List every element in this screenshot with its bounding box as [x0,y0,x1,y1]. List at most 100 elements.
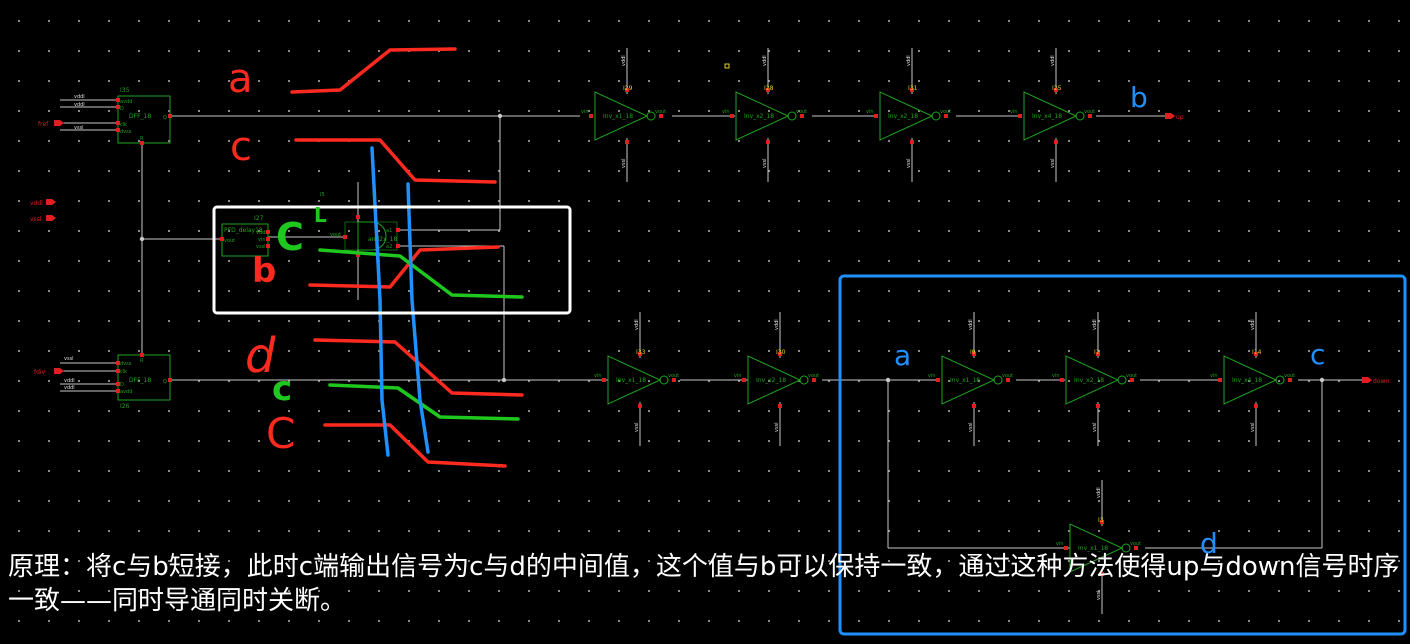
principle-note: 原理：将c与b短接，此时c端输出信号为c与d的中间值，这个值与b可以保持一致，通… [8,552,1400,616]
svg-text:and2x_18: and2x_18 [368,236,397,243]
svg-text:I3: I3 [1098,517,1104,524]
svg-text:I31: I31 [908,85,918,92]
svg-text:I28: I28 [764,85,774,92]
svg-text:vout: vout [655,109,666,115]
and-gate[interactable]: I5 and2x_18 a1 a2 vout [320,182,400,300]
svg-text:Inv_x4_18: Inv_x4_18 [1232,377,1262,384]
svg-text:vssl: vssl [64,356,74,362]
svg-text:vin: vin [1010,109,1018,115]
vddl-port[interactable]: vddl [30,199,56,207]
svg-text:vssl: vssl [1250,422,1256,432]
svg-text:vddl: vddl [762,55,768,66]
svg-text:avdd: avdd [120,389,132,395]
svg-text:vddl: vddl [1250,319,1256,330]
fref-port[interactable]: fref [38,120,64,128]
svg-text:Q: Q [163,115,167,121]
inverter-inv_bot-4[interactable]: Inv_x4_18 I14 vin vout vddl vssl [1210,312,1295,446]
svg-text:vin: vin [258,237,266,243]
svg-text:vin: vin [594,373,602,379]
fdiv-port[interactable]: fdiv [34,368,64,376]
pfd-delay-block[interactable]: I27 PFD_delay18 vout vddl vin vssl [220,215,270,257]
label-blue-d: d [1200,527,1218,560]
svg-text:vssl: vssl [968,422,974,432]
svg-text:vddl: vddl [64,378,75,384]
svg-text:vin: vin [1052,373,1060,379]
svg-text:vssl: vssl [1092,422,1098,432]
svg-text:vssl: vssl [256,244,266,250]
svg-text:vin: vin [581,109,589,115]
svg-text:fdiv: fdiv [34,369,46,376]
svg-text:PFD_delay18: PFD_delay18 [224,227,263,234]
ink-annotations [212,47,1407,636]
white-highlight-box [212,205,572,315]
up-port[interactable]: up [1165,113,1184,121]
label-red-b: b [252,251,276,291]
svg-text:vssl: vssl [1050,158,1056,168]
svg-text:vddl: vddl [634,319,640,330]
svg-text:D: D [120,106,124,112]
svg-text:vssl: vssl [906,158,912,168]
svg-text:vout: vout [1284,373,1295,379]
dff-top-name: DFF_18 [129,113,151,120]
svg-text:Q: Q [163,379,167,385]
svg-text:vddl: vddl [74,102,85,108]
svg-text:vssl: vssl [621,158,627,168]
down-port[interactable]: down [1362,377,1389,385]
svg-text:vddl: vddl [1050,55,1056,66]
svg-text:I9: I9 [970,349,976,356]
label-green-c: c [272,369,292,409]
marker [724,63,730,69]
svg-text:vddl: vddl [64,385,75,391]
svg-text:clk: clk [120,369,127,375]
svg-text:I1: I1 [1094,349,1100,356]
svg-text:vin: vin [928,373,936,379]
wires [60,99,1365,549]
dff-top-inst: I35 [120,87,130,94]
junctions [139,113,1325,383]
svg-text:Inv_x1_18: Inv_x1_18 [603,113,633,120]
svg-text:Inv_x1_18: Inv_x1_18 [616,377,646,384]
svg-text:vddl: vddl [1092,319,1098,330]
svg-text:I29: I29 [623,85,633,92]
blue-highlight-box [838,274,1407,636]
label-red-c: c [230,124,252,170]
svg-text:I25: I25 [1052,85,1062,92]
svg-text:R: R [140,358,144,364]
svg-text:vout: vout [1002,373,1013,379]
dff-top[interactable]: I35 DFF_18 avdd D clk dvss Q R vddl vddl… [74,87,172,145]
svg-text:R: R [140,136,144,142]
svg-text:vddl: vddl [74,94,85,100]
svg-text:Inv_x2_18: Inv_x2_18 [1074,377,1104,384]
dff-bot-inst: I26 [120,403,130,410]
svg-text:vssl: vssl [30,216,42,223]
svg-text:vddl: vddl [256,230,267,236]
svg-text:vddl: vddl [906,55,912,66]
svg-text:vout: vout [1130,541,1141,547]
dff-bot-name: DFF_18 [129,377,151,384]
dff-bottom[interactable]: I26 DFF_18 dvss clk D avdd Q R vssl vddl… [64,353,172,410]
svg-text:Inv_x1_18: Inv_x1_18 [1078,545,1108,552]
svg-text:dvss: dvss [120,361,132,367]
svg-text:fref: fref [38,121,49,128]
svg-text:I27: I27 [254,215,264,222]
inverter-inv_top-0[interactable]: Inv_x1_18 I29 vin vout vddl vssl [581,48,666,182]
svg-text:vddl: vddl [621,55,627,66]
svg-text:vin: vin [1210,373,1218,379]
label-blue-b: b [1130,81,1148,114]
label-green-L: L [314,203,327,227]
svg-text:I14: I14 [1252,349,1262,356]
svg-text:avdd: avdd [120,99,132,105]
svg-text:vout: vout [796,109,807,115]
vssl-port[interactable]: vssl [30,215,56,223]
svg-text:I33: I33 [636,349,646,356]
